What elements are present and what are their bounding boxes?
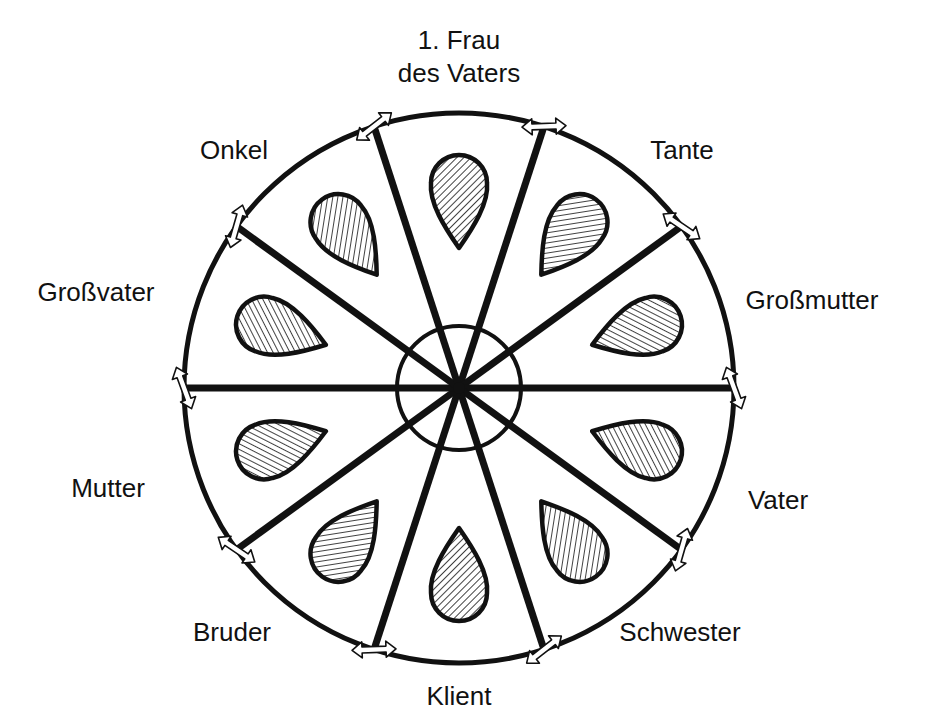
wheel-segment — [432, 142, 716, 459]
wheel-segment — [155, 279, 474, 502]
wheel-segment — [364, 366, 648, 683]
relation-label: Onkel — [200, 134, 268, 167]
wheel-drawing — [155, 93, 763, 683]
relation-label: Schwester — [619, 616, 740, 649]
relation-label: Bruder — [193, 616, 271, 649]
relation-label: 1. Frau des Vaters — [395, 24, 523, 89]
hub-dot — [453, 382, 465, 394]
relation-label: Mutter — [71, 472, 145, 505]
relation-label: Klient — [426, 680, 491, 713]
relation-label: Großmutter — [746, 284, 879, 317]
wheel-segment — [270, 93, 554, 410]
wheel-segment — [443, 274, 762, 497]
relation-label: Großvater — [37, 276, 154, 309]
relation-label: Vater — [748, 484, 808, 517]
relation-label: Tante — [650, 134, 714, 167]
wheel-segment — [202, 316, 486, 633]
